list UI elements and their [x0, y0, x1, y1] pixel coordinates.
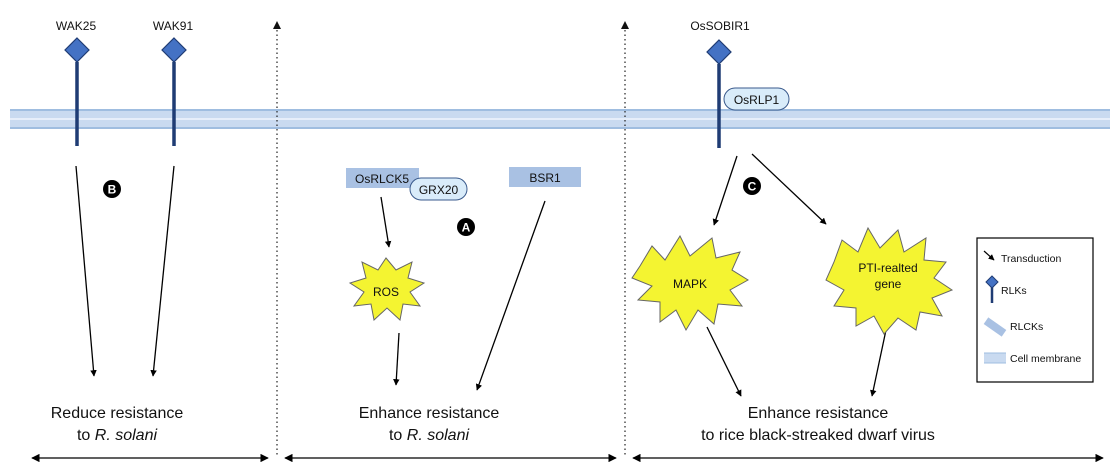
grx20-bubble: GRX20	[409, 177, 468, 201]
middle-outcome-line2: to R. solani	[389, 427, 469, 444]
wak91-receptor: WAK91	[153, 19, 194, 146]
legend-rlks-label: RLKs	[1001, 285, 1027, 297]
osrlp1-bubble: OsRLP1	[723, 87, 790, 111]
legend-rlcks: RLCKs	[983, 317, 1043, 337]
right-outcome-line2: to rice black-streaked dwarf virus	[701, 427, 935, 444]
cell-membrane	[10, 109, 1110, 129]
wak25-diamond-icon	[64, 37, 90, 63]
marker-c: C	[743, 177, 761, 195]
wak91-label: WAK91	[153, 19, 194, 33]
osrlck5-label: OsRLCK5	[355, 172, 409, 186]
marker-b: B	[103, 180, 121, 198]
legend-rlcks-label: RLCKs	[1010, 321, 1043, 333]
bsr1-box: BSR1	[509, 167, 581, 187]
marker-a-label: A	[462, 221, 471, 235]
left-outcome-line2: to R. solani	[77, 427, 157, 444]
legend-transduction-label: Transduction	[1001, 253, 1061, 265]
left-outcome: Reduce resistance to R. solani	[51, 405, 184, 444]
legend-rlk-diamond-icon	[985, 275, 999, 289]
wak91-diamond-icon	[161, 37, 187, 63]
pti-gene-burst: PTI-realted gene	[825, 226, 954, 335]
marker-a: A	[457, 218, 475, 236]
right-outcome: Enhance resistance to rice black-streake…	[701, 405, 935, 444]
ossobir1-receptor: OsSOBIR1	[690, 19, 750, 148]
middle-section-arrows	[380, 196, 546, 391]
middle-outcome-line1: Enhance resistance	[359, 405, 500, 422]
pti-label-line2: gene	[875, 277, 902, 291]
legend: Transduction RLKs RLCKs Cell membrane	[976, 237, 1094, 383]
grx20-label: GRX20	[419, 183, 459, 197]
legend-membrane-icon	[984, 353, 1006, 363]
middle-outcome: Enhance resistance to R. solani	[359, 405, 500, 444]
left-outcome-line1: Reduce resistance	[51, 405, 184, 422]
ros-label: ROS	[373, 285, 399, 299]
osrlp1-label: OsRLP1	[734, 93, 780, 107]
legend-cell-membrane-label: Cell membrane	[1010, 353, 1081, 365]
legend-cell-membrane: Cell membrane	[984, 352, 1081, 365]
right-outcome-line1: Enhance resistance	[748, 405, 889, 422]
pti-label-line1: PTI-realted	[858, 261, 917, 275]
wak25-label: WAK25	[56, 19, 97, 33]
osrlck5-box: OsRLCK5	[346, 168, 419, 188]
legend-rlks: RLKs	[985, 275, 1027, 303]
ros-burst: ROS	[348, 257, 426, 321]
bsr1-label: BSR1	[529, 171, 561, 185]
right-section-arrows	[706, 153, 887, 397]
marker-c-label: C	[748, 180, 757, 194]
ossobir1-label: OsSOBIR1	[690, 19, 750, 33]
wak25-receptor: WAK25	[56, 19, 97, 146]
legend-transduction: Transduction	[983, 250, 1061, 265]
mapk-label: MAPK	[673, 277, 707, 291]
mapk-burst: MAPK	[631, 234, 749, 332]
ossobir1-diamond-icon	[706, 39, 732, 65]
section-dividers	[273, 21, 629, 455]
marker-b-label: B	[108, 183, 117, 197]
left-section-arrows	[75, 165, 175, 377]
legend-rlck-bar-icon	[983, 317, 1007, 337]
